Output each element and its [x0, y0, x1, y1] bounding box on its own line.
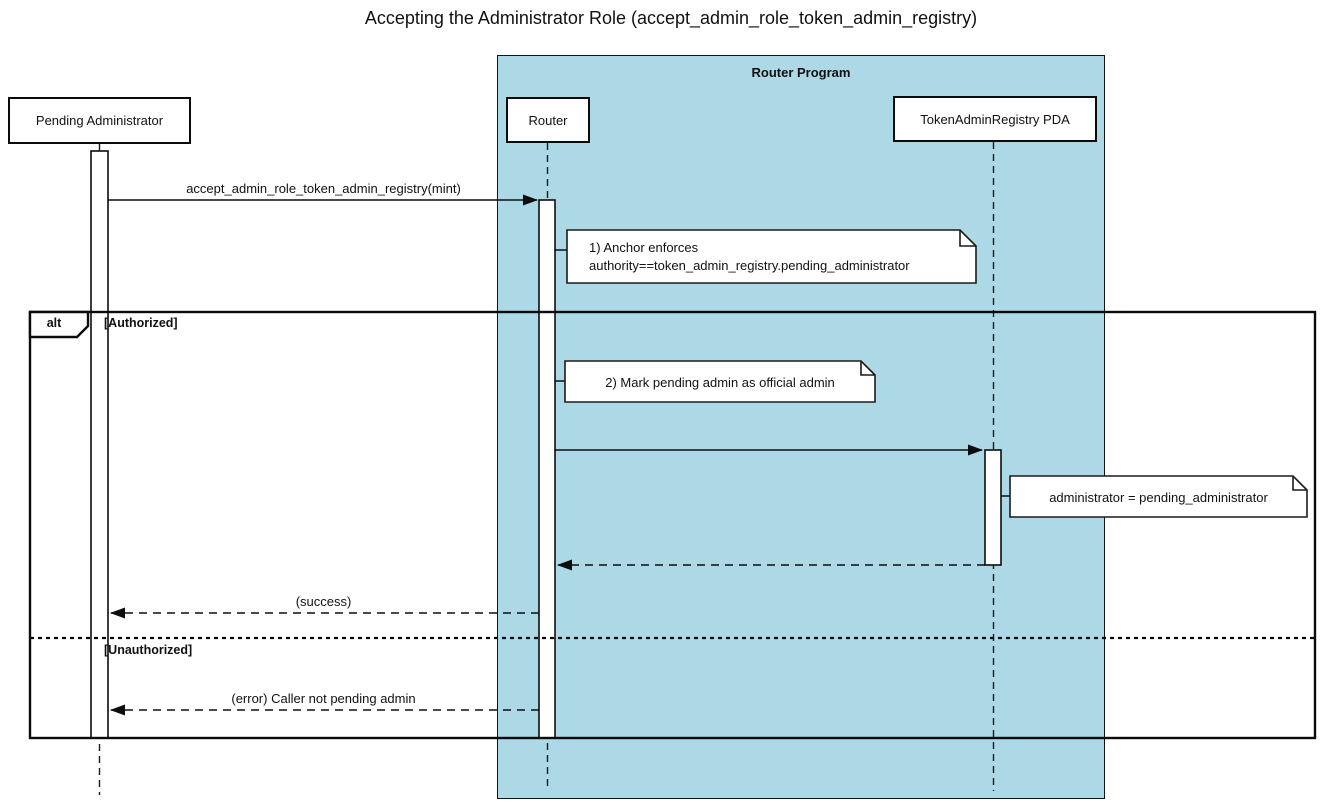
alt-guard-unauthorized: [Unauthorized]	[104, 643, 193, 657]
note3-fold-icon	[1292, 476, 1307, 491]
participant-token-admin-registry-pda-label: TokenAdminRegistry PDA	[920, 111, 1070, 127]
participant-pending-administrator: Pending Administrator	[8, 97, 191, 144]
note3-shape	[1009, 475, 1308, 518]
note1-fold-icon	[959, 230, 976, 247]
note1-line2: authority==token_admin_registry.pending_…	[589, 258, 910, 273]
alt-frame	[28, 310, 1317, 740]
participant-token-admin-registry-pda: TokenAdminRegistry PDA	[893, 96, 1097, 142]
note2-fold-icon	[860, 361, 875, 376]
message-error-label: (error) Caller not pending admin	[231, 691, 416, 706]
note2-shape	[564, 360, 876, 403]
alt-operator-label: alt	[46, 316, 62, 330]
note3-text: administrator = pending_administrator	[1049, 490, 1268, 505]
activation-router	[538, 199, 556, 739]
activation-token-admin-registry-pda	[984, 449, 1002, 566]
alt-guard-authorized: [Authorized]	[104, 316, 178, 330]
diagram-title: Accepting the Administrator Role (accept…	[364, 8, 978, 28]
participant-pending-administrator-label: Pending Administrator	[35, 113, 164, 128]
message-call-label: accept_admin_role_token_admin_registry(m…	[186, 181, 461, 196]
participant-router-label: Router	[528, 112, 568, 128]
note1-line1: 1) Anchor enforces	[589, 240, 699, 255]
router-program-frame	[497, 55, 1105, 799]
note1-shape	[566, 229, 977, 284]
message-success-label: (success)	[295, 594, 352, 609]
note2-text: 2) Mark pending admin as official admin	[605, 375, 835, 390]
note1-text: 1) Anchor enforces authority==token_admi…	[589, 239, 910, 275]
router-program-frame-label: Router Program	[751, 65, 851, 80]
alt-operator-pentagon	[28, 310, 90, 339]
participant-router: Router	[506, 97, 590, 143]
